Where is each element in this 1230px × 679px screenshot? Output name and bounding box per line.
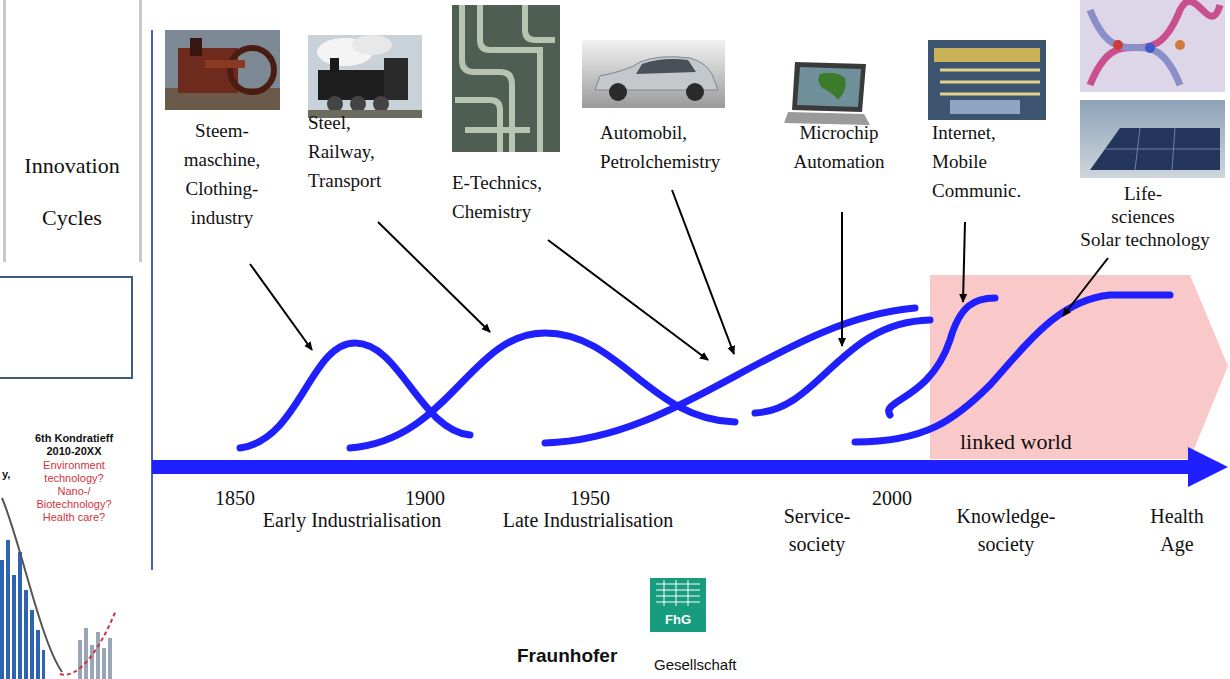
year-tick: 1900 [395,486,455,510]
car-photo [582,40,725,108]
era-label: Health Age [1135,502,1219,558]
cut-text: y, [2,468,10,481]
cycle-label: Internet, Mobile Communic. [932,118,1042,205]
cycle-label: Automobil, Petrolchemistry [600,118,750,176]
era-label: Service- society [762,502,872,558]
cycle-label: Solar technology [1065,228,1225,251]
cycle-label: Life- sciences [1108,182,1178,228]
cycle-label: E-Technics, Chemistry [452,168,570,226]
year-tick: 2000 [862,486,922,510]
locomotive-photo [308,35,422,118]
diagram-title: Innovation Cycles [10,140,134,244]
frame-bar [139,0,142,262]
inset-note: Environment technology? [22,459,126,485]
laptop-photo [784,62,870,125]
fraunhofer-logo [650,578,706,632]
inset-note: Health care? [22,511,126,524]
pipes-photo [452,5,560,152]
inset-heading: 2010-20XX [22,445,126,458]
inset-note: Nano-/ Biotechnology? [22,485,126,511]
kondratieff-inset [0,498,116,679]
organisation-name: Fraunhofer [517,645,617,667]
era-label: Early Industrialisation [262,506,442,534]
logo-text: FhG [650,612,706,628]
highlight-band: linked world [930,275,1230,459]
dna-photo [1080,0,1225,92]
steam-engine-photo [165,30,280,110]
cycle-label: Microchip Automation [780,118,898,176]
divider-line [151,30,153,570]
cycle-label: Steel, Railway, Transport [308,108,408,195]
inset-heading: 6th Kondratieff [22,432,126,445]
year-tick: 1950 [560,486,620,510]
solar-panel-photo [1080,100,1225,178]
organisation-name: Gesellschaft [654,656,737,674]
frame-bar [3,0,6,262]
era-label: Late Industrialisation [498,506,678,534]
internet-photo [928,40,1046,120]
empty-box [0,277,132,378]
cycle-label: Steem- maschine, Clothing- industry [168,116,276,232]
year-tick: 1850 [205,486,265,510]
era-label: Knowledge- society [936,502,1076,558]
band-label: linked world [960,429,1230,455]
